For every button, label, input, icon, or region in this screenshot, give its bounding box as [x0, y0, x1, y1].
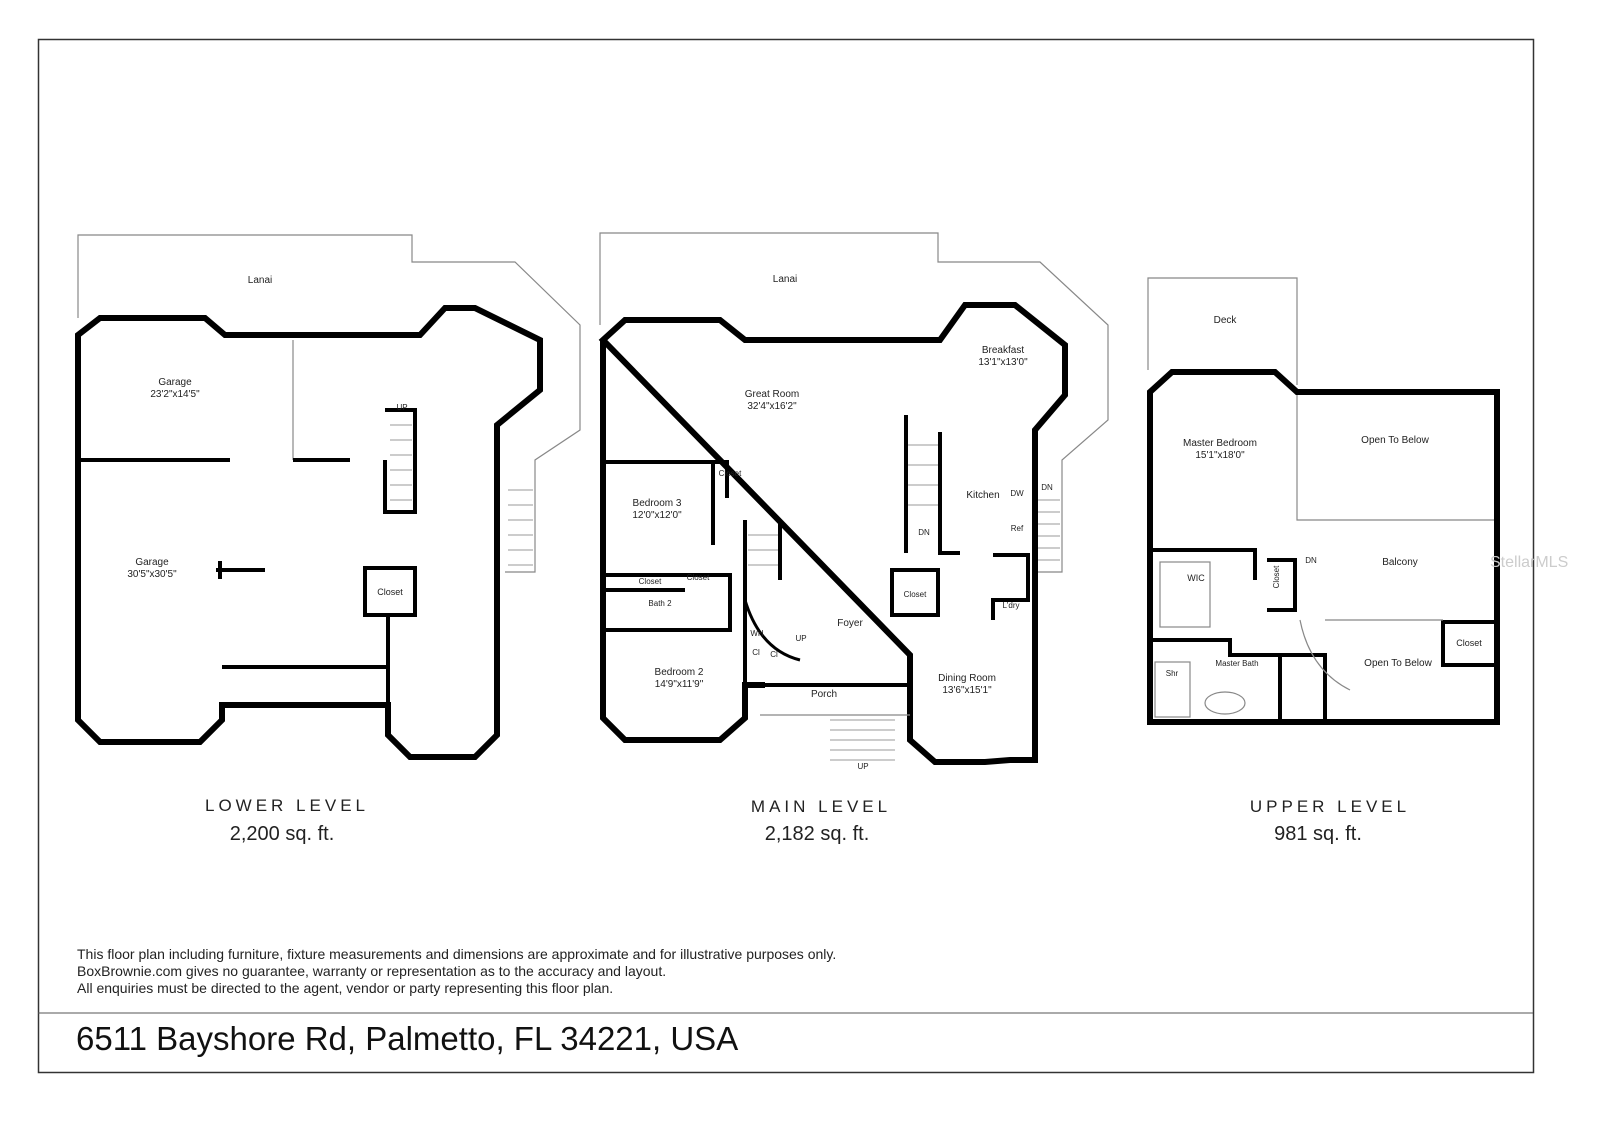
room-label: Closet — [1456, 638, 1482, 648]
room-label: Deck — [1214, 315, 1238, 326]
room-dimensions: 14'9"x11'9" — [655, 679, 704, 690]
room-label: Lanai — [248, 275, 272, 286]
fixture-label: DW — [1010, 489, 1024, 498]
stair-label: UP — [795, 634, 806, 643]
property-address: 6511 Bayshore Rd, Palmetto, FL 34221, US… — [76, 1020, 739, 1057]
disclaimer-line: This floor plan including furniture, fix… — [77, 946, 837, 962]
room-label: Closet — [1272, 565, 1281, 588]
room-label: Closet — [639, 577, 662, 586]
room-label: Master Bath — [1215, 659, 1258, 668]
level-area: 2,200 sq. ft. — [230, 823, 335, 845]
page-border — [37, 38, 1535, 1074]
room-label: Bedroom 2 — [655, 667, 704, 678]
disclaimer-line: BoxBrownie.com gives no guarantee, warra… — [77, 963, 667, 979]
stair-label: UP — [857, 762, 868, 771]
level-area: 2,182 sq. ft. — [765, 823, 870, 845]
disclaimer-line: All enquiries must be directed to the ag… — [77, 980, 614, 996]
fixture-label: Shr — [1166, 669, 1179, 678]
level-title: MAIN LEVEL — [751, 797, 891, 816]
room-label: Bedroom 3 — [633, 498, 682, 509]
room-label: Open To Below — [1364, 658, 1432, 669]
room-label: Balcony — [1382, 557, 1418, 568]
room-label: Bath 2 — [648, 599, 672, 608]
room-label: Master Bedroom — [1183, 438, 1257, 449]
room-dimensions: 12'0"x12'0" — [632, 510, 682, 521]
room-dimensions: 13'1"x13'0" — [978, 357, 1028, 368]
room-label: Porch — [811, 689, 837, 700]
stair-label: DN — [918, 528, 930, 537]
stair-label: DN — [1305, 556, 1317, 565]
room-label: Kitchen — [966, 490, 999, 501]
room-label: Cl — [752, 648, 760, 657]
room-label: Closet — [904, 590, 927, 599]
stair-label: UP — [396, 403, 407, 412]
room-label: Closet — [687, 573, 710, 582]
room-label: Garage — [158, 377, 192, 388]
room-label: Foyer — [837, 618, 863, 629]
level-area: 981 sq. ft. — [1274, 823, 1362, 845]
level-title: LOWER LEVEL — [205, 796, 369, 815]
level-title: UPPER LEVEL — [1250, 797, 1410, 816]
lower-level-plan: Lanai Garage 23'2"x14'5" Garage 30'5"x30… — [75, 234, 581, 760]
room-label: Breakfast — [982, 345, 1024, 356]
main-level-plan: Lanai Great Room 32'4"x16'2" Breakfast 1… — [598, 232, 1109, 771]
room-dimensions: 23'2"x14'5" — [150, 389, 200, 400]
room-dimensions: 32'4"x16'2" — [747, 401, 797, 412]
room-label: Lanai — [773, 274, 797, 285]
room-label: Cl — [770, 650, 778, 659]
room-dimensions: 13'6"x15'1" — [942, 685, 992, 696]
room-dimensions: 15'1"x18'0" — [1195, 450, 1245, 461]
room-label: Dining Room — [938, 673, 996, 684]
room-label: Garage — [135, 557, 169, 568]
room-label: Great Room — [745, 389, 799, 400]
room-dimensions: 30'5"x30'5" — [127, 569, 177, 580]
upper-level-plan: Deck Master Bedroom 15'1"x18'0" Open To … — [1147, 277, 1568, 725]
room-label: L'dry — [1002, 601, 1019, 610]
disclaimer: This floor plan including furniture, fix… — [77, 946, 836, 997]
watermark: StellarMLS — [1490, 554, 1568, 571]
fixture-label: Ref — [1011, 524, 1024, 533]
room-label: Closet — [719, 469, 742, 478]
room-label: Closet — [377, 587, 403, 597]
stair-label: DN — [1041, 483, 1053, 492]
room-label: WIC — [1187, 573, 1205, 583]
room-label: Open To Below — [1361, 435, 1429, 446]
fixture-label: WH — [750, 629, 764, 638]
